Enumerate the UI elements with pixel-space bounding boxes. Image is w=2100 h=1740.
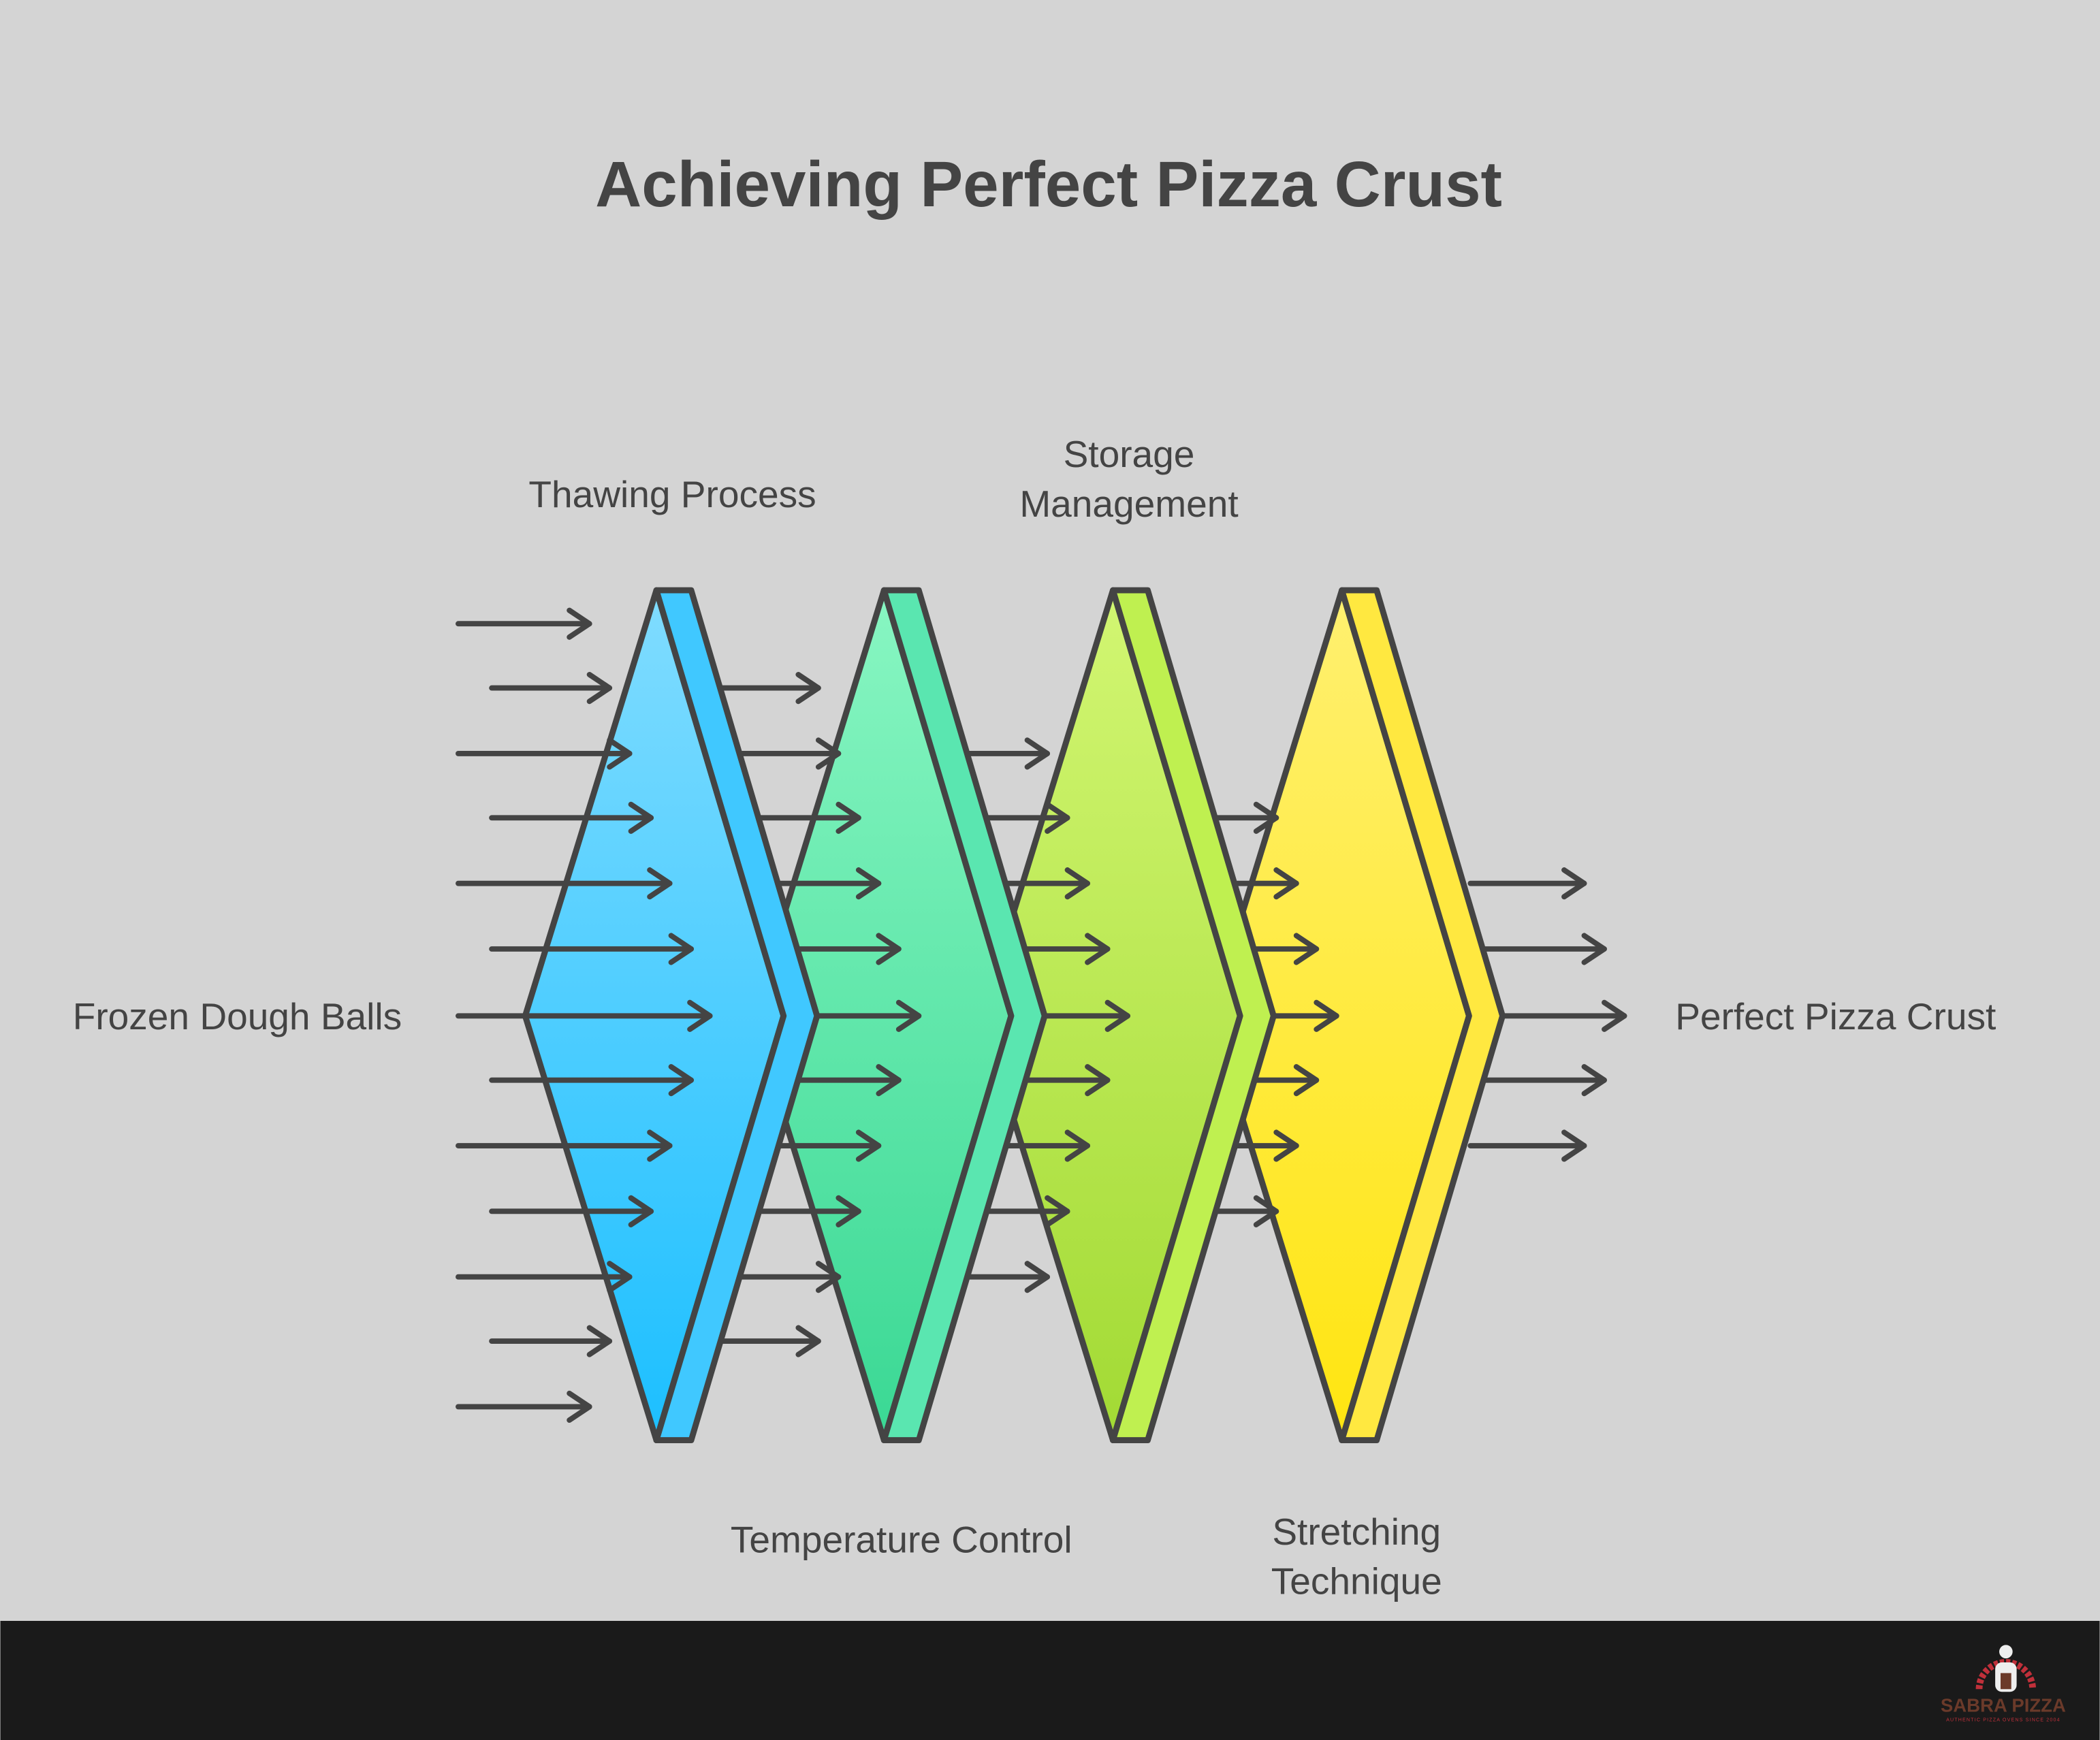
stage-label-4: Technique [1271,1560,1442,1602]
filter-side-strip [1339,587,1506,1444]
flow-arrow [489,801,654,834]
flow-arrow [456,867,673,900]
flow-arrow [489,1325,613,1357]
filter-side-strip [880,587,1048,1444]
stage-label-3: Management [1019,483,1238,525]
flow-arrow [1467,1064,1607,1097]
arrows-into-stage-1 [456,607,713,1423]
filter-stage-4 [1164,587,1506,1444]
flow-arrow [1467,867,1587,900]
output-arrows [1467,867,1627,1162]
flow-arrow [456,1261,633,1293]
stage-label-4: Stretching [1272,1511,1441,1553]
flow-arrow [707,672,821,705]
flow-arrow [489,672,613,705]
footer-bar [0,1621,2100,1740]
chef-apron-icon [2000,1673,2011,1690]
brick-arch-icon [1975,1659,2037,1690]
flow-arrow [707,1325,821,1357]
flow-arrow [456,999,713,1032]
filter-side-strip [653,587,821,1444]
output-label: Perfect Pizza Crust [1675,995,1996,1037]
flow-arrow [489,1195,654,1227]
logo-name: SABRA PIZZA [1941,1695,2066,1716]
flow-arrow [456,607,592,640]
chef-hat-icon [1999,1645,2013,1659]
stage-label-1: Thawing Process [528,473,816,515]
flow-arrow [456,1390,592,1423]
flow-arrow [1467,933,1607,965]
filter-stages [456,587,1627,1444]
filter-side-strip [1109,587,1277,1444]
input-label: Frozen Dough Balls [73,995,402,1037]
flow-arrow [1467,1129,1587,1162]
filter-stage-2 [707,587,1048,1444]
flow-arrow [456,737,633,770]
flow-arrow [489,933,695,965]
stage-label-2: Temperature Control [731,1519,1072,1561]
diagram-title: Achieving Perfect Pizza Crust [595,148,1502,220]
flow-arrow [489,1064,695,1097]
filter-stage-1 [456,587,821,1444]
sabra-pizza-logo: SABRA PIZZA AUTHENTIC PIZZA OVENS SINCE … [1941,1645,2066,1722]
logo-tagline: AUTHENTIC PIZZA OVENS SINCE 2004 [1946,1718,2061,1722]
flow-arrow [456,1129,673,1162]
stage-label-3: Storage [1064,433,1195,475]
filter-stage-3 [934,587,1277,1444]
